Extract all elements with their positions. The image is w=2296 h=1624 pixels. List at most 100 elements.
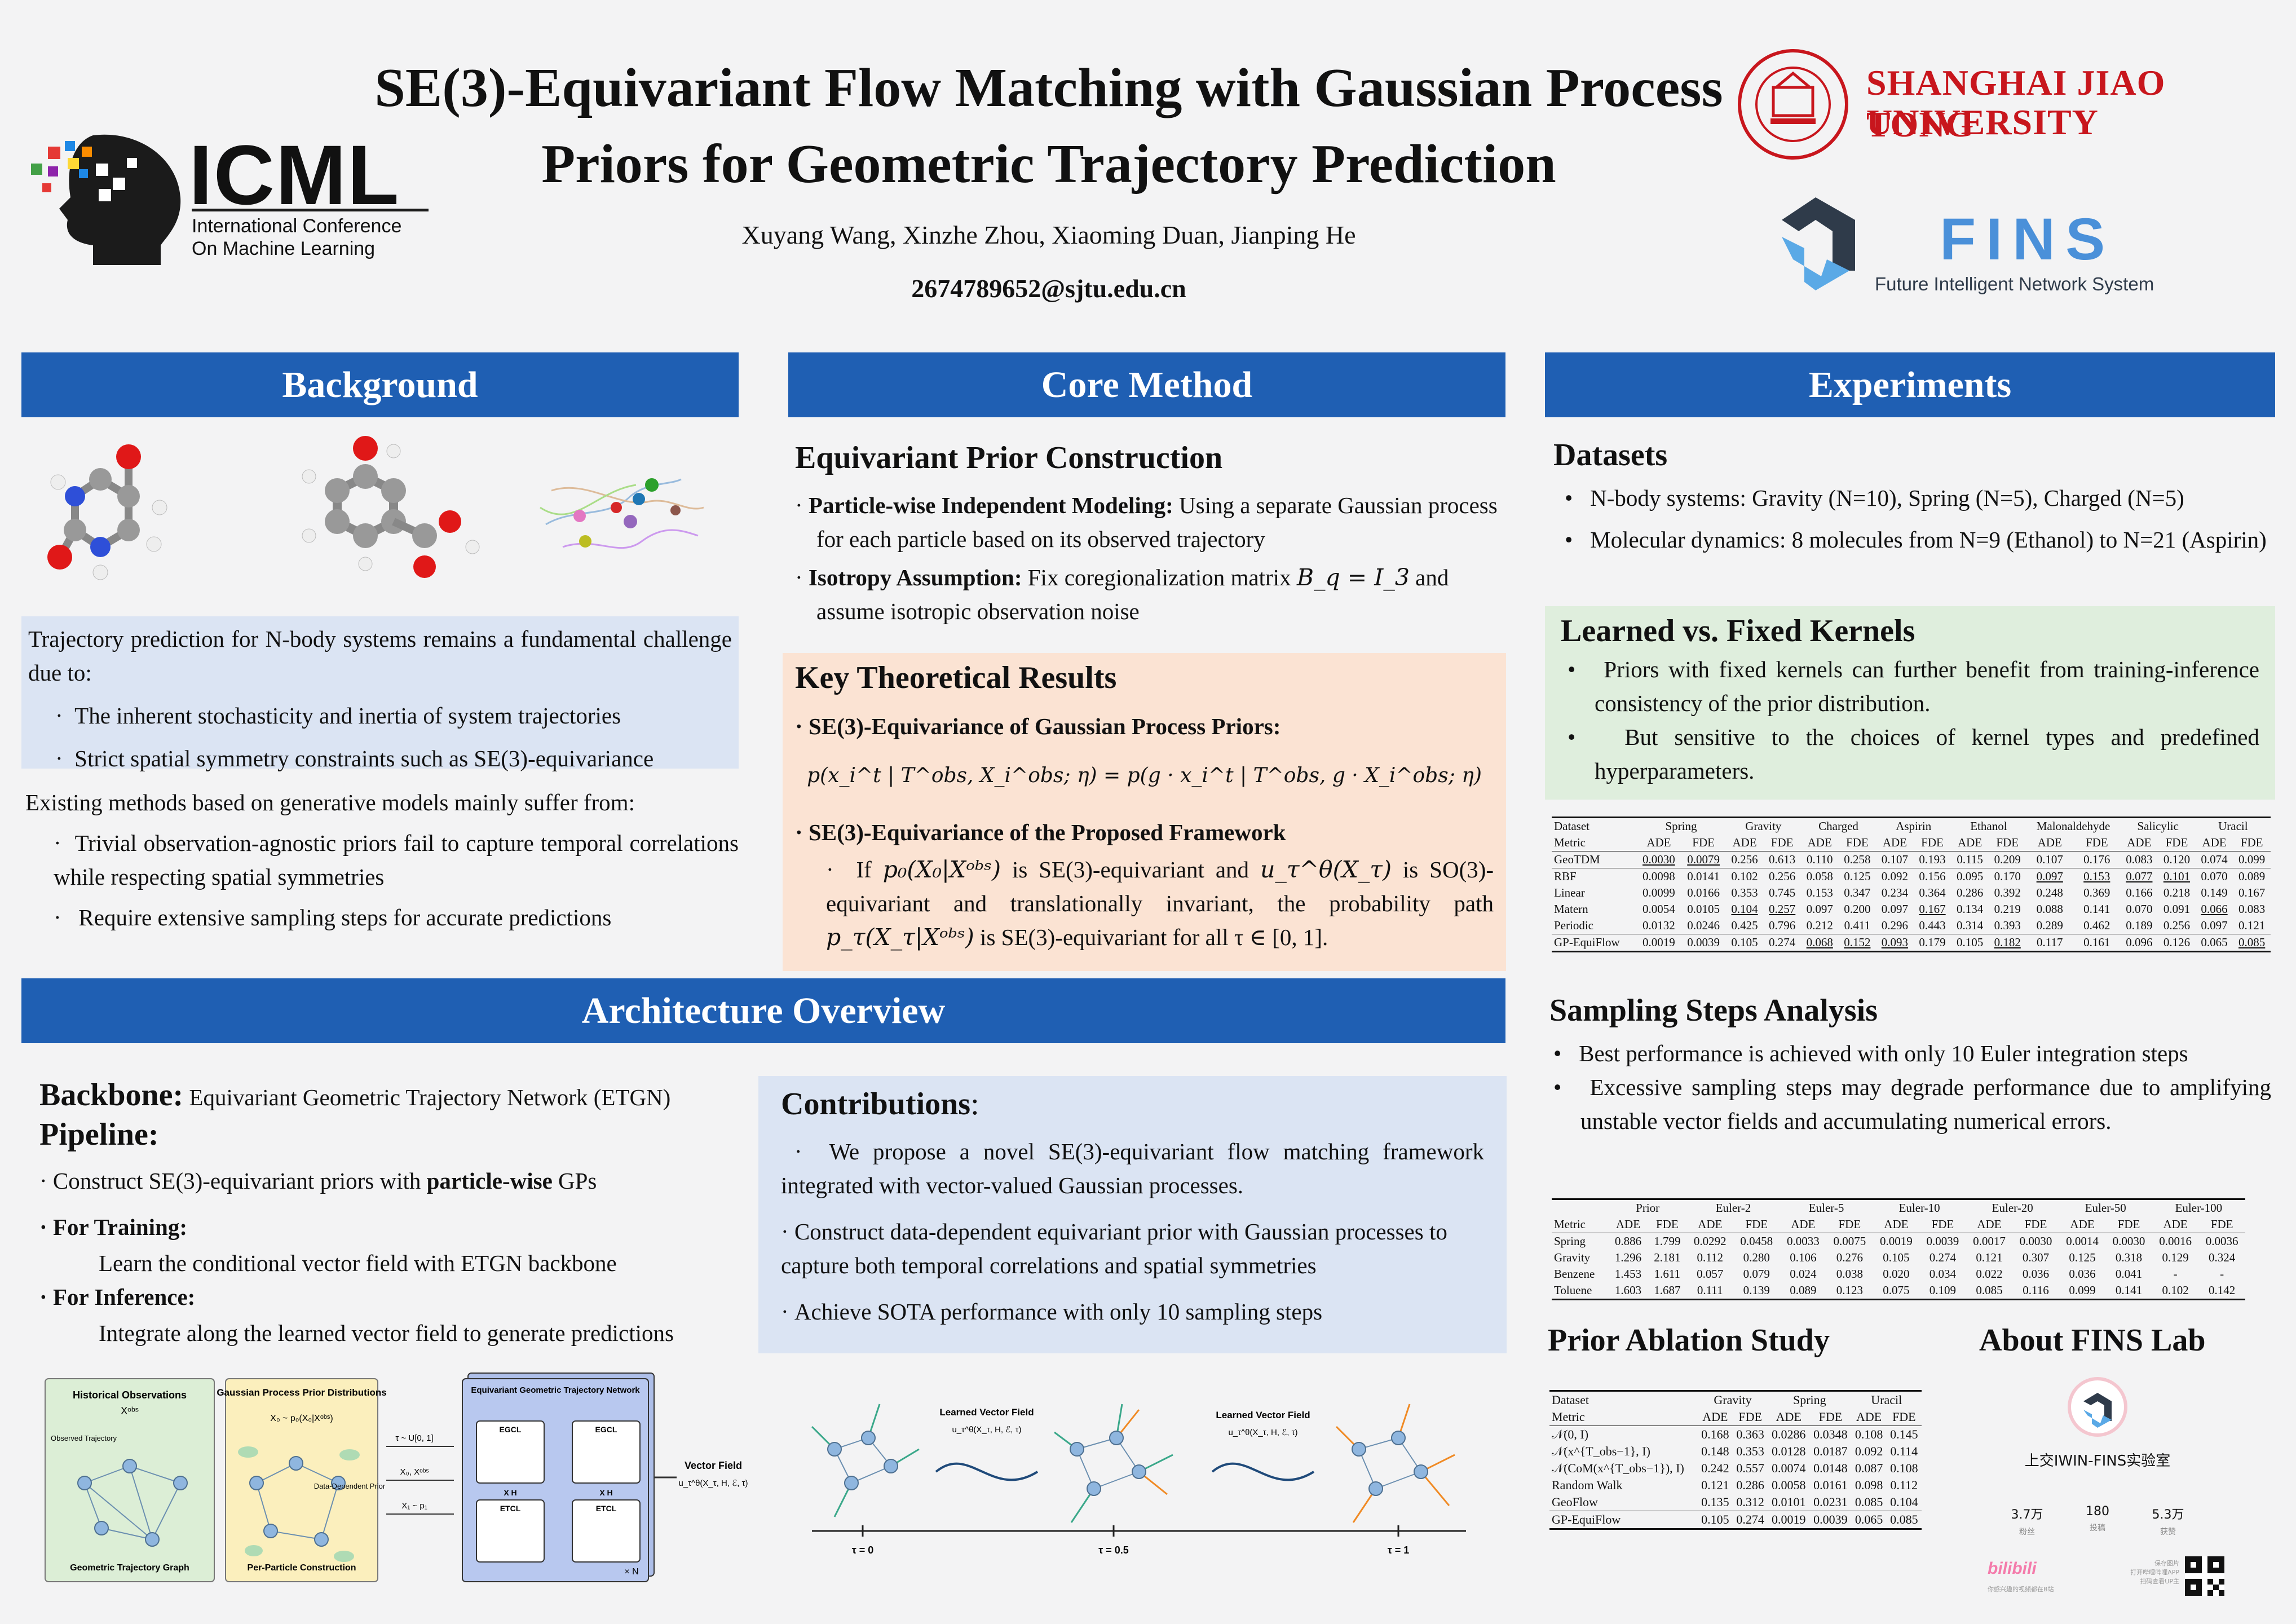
lab-stat-2-num: 180	[2086, 1504, 2109, 1519]
table-cell: 0.0166	[1687, 886, 1720, 899]
table-cell: 𝒩(0, I)	[1552, 1427, 1589, 1441]
table-cell: Toluene	[1554, 1283, 1592, 1297]
prior-point-1: · Particle-wise Independent Modeling: Us…	[795, 492, 1498, 552]
table-cell: 0.219	[1994, 902, 2021, 916]
background-challenge-panel: Trajectory prediction for N-body systems…	[21, 616, 739, 771]
obs-traj-label: Observed Trajectory	[51, 1434, 117, 1442]
table-header-cell: Metric	[1552, 1410, 1585, 1424]
table-cell: 0.139	[1743, 1283, 1770, 1297]
table-cell: 0.324	[2209, 1251, 2236, 1264]
table-cell: 0.093	[1881, 935, 1909, 949]
table-cell: 0.256	[1731, 853, 1758, 866]
hist-sub: Xᵒᵇˢ	[121, 1405, 139, 1416]
table-cell: 0.274	[1929, 1251, 1957, 1264]
table-cell: 0.392	[1994, 886, 2021, 899]
table-cell: 0.176	[2083, 853, 2110, 866]
architecture-heading: Architecture Overview	[21, 978, 1505, 1043]
table-header-cell: Dataset	[1552, 1393, 1589, 1407]
table-cell: 0.036	[2069, 1267, 2096, 1281]
table-cell: Random Walk	[1552, 1478, 1623, 1492]
lab-stat-1: 3.7万 粉丝	[1996, 1504, 2058, 1537]
nbody-trajectories-icon	[540, 478, 704, 549]
architecture-diagram: Historical Observations Xᵒᵇˢ Observed Tr…	[39, 1370, 761, 1585]
table-cell: 0.0128	[1772, 1444, 1806, 1458]
table-cell: 0.058	[1806, 870, 1833, 883]
table-cell: 0.0348	[1813, 1427, 1848, 1441]
table-cell: 0.142	[2209, 1283, 2236, 1297]
sjtu-logo: SHANGHAI JIAO TONG UNIVERSITY	[1737, 48, 2278, 161]
table-cell: 0.107	[2036, 853, 2063, 866]
dataset-1: • N-body systems: Gravity (N=10), Spring…	[1565, 485, 2184, 511]
table-cell: 0.256	[2163, 919, 2191, 932]
table-cell: 0.0098	[1642, 870, 1675, 883]
table-cell: 0.0036	[2205, 1234, 2238, 1248]
ablation-title: Prior Ablation Study	[1548, 1323, 1830, 1358]
key-result-1: · SE(3)-Equivariance of Gaussian Process…	[795, 713, 1281, 739]
table-cell: 0.0039	[1813, 1512, 1848, 1526]
table-cell: 0.613	[1769, 853, 1796, 866]
table-cell: 0.289	[2036, 919, 2063, 932]
table-group-header: Spring	[1665, 819, 1697, 833]
table-cell: 0.097	[2036, 870, 2063, 883]
table-group-header: Euler-2	[1715, 1201, 1751, 1215]
table-cell: 0.256	[1769, 870, 1796, 883]
table-cell: 0.121	[1701, 1478, 1729, 1492]
table-group-header: Prior	[1636, 1201, 1660, 1215]
qr-code-icon[interactable]	[2185, 1556, 2224, 1596]
kernels-panel: Learned vs. Fixed Kernels • Priors with …	[1545, 606, 2275, 800]
table-cell: 0.393	[1994, 919, 2021, 932]
table-cell: 0.745	[1769, 886, 1796, 899]
architecture-figure: Historical Observations Xᵒᵇˢ Observed Tr…	[45, 1373, 748, 1582]
table-cell: 0.104	[1890, 1495, 1918, 1509]
sjtu-name-2: UNIVERSITY	[1866, 102, 2099, 142]
core-method-heading: Core Method	[788, 352, 1505, 417]
table-cell: 0.258	[1844, 853, 1871, 866]
contribution-2: · Construct data-dependent equivariant p…	[781, 1219, 1447, 1278]
molecule-uracil-icon	[47, 444, 167, 580]
email: 2674789652@sjtu.edu.cn	[911, 274, 1186, 303]
table-cell: 0.0058	[1772, 1478, 1806, 1492]
key-result-2: · SE(3)-Equivariance of the Proposed Fra…	[795, 819, 1286, 845]
table-cell: RBF	[1554, 870, 1577, 883]
table-cell: 0.347	[1844, 886, 1871, 899]
lvf-label-2: Learned Vector Field	[1216, 1410, 1310, 1420]
table-cell: 0.0054	[1642, 902, 1675, 916]
table-cell: 0.161	[2083, 935, 2110, 949]
table-cell: 0.105	[1701, 1512, 1729, 1526]
authors: Xuyang Wang, Xinzhe Zhou, Xiaoming Duan,…	[741, 220, 1356, 249]
key-result-1-equation: p(x_i^t | T^obs, X_i^obs; η) = p(g · x_i…	[807, 764, 1482, 787]
table-cell: 0.077	[2126, 870, 2153, 883]
table-cell: 0.274	[1736, 1512, 1764, 1526]
table-cell: 0.411	[1844, 919, 1871, 932]
table-cell: 0.065	[2201, 935, 2228, 949]
table-cell: 0.286	[1736, 1478, 1764, 1492]
table-cell: 0.0292	[1693, 1234, 1727, 1248]
table-group-header: Uracil	[2218, 819, 2248, 833]
table-cell: 0.145	[1890, 1427, 1918, 1441]
gp-title: Gaussian Process Prior Distributions	[217, 1387, 386, 1398]
prior-construction-title: Equivariant Prior Construction	[795, 440, 1223, 475]
table-cell: 0.111	[1697, 1283, 1723, 1297]
sampling-point-1: • Best performance is achieved with only…	[1553, 1040, 2188, 1066]
bilibili-logo: bilibili	[1988, 1559, 2037, 1578]
table-cell: 0.0458	[1740, 1234, 1773, 1248]
table-cell: GeoTDM	[1554, 853, 1600, 866]
egtn-title: Equivariant Geometric Trajectory Network	[471, 1385, 640, 1395]
table-cell: 0.443	[1919, 919, 1946, 932]
table-cell: 0.0019	[1880, 1234, 1913, 1248]
table-cell: 0.095	[1956, 870, 1984, 883]
table-cell: 0.088	[2036, 902, 2063, 916]
table-cell: 0.0231	[1813, 1495, 1848, 1509]
table-cell: 0.153	[1806, 886, 1833, 899]
table-cell: 0.886	[1614, 1234, 1642, 1248]
table-cell: 0.038	[1836, 1267, 1863, 1281]
table-cell: 0.0246	[1687, 919, 1720, 932]
x0-xobs-label: X₀, Xᵒᵇˢ	[400, 1467, 429, 1477]
